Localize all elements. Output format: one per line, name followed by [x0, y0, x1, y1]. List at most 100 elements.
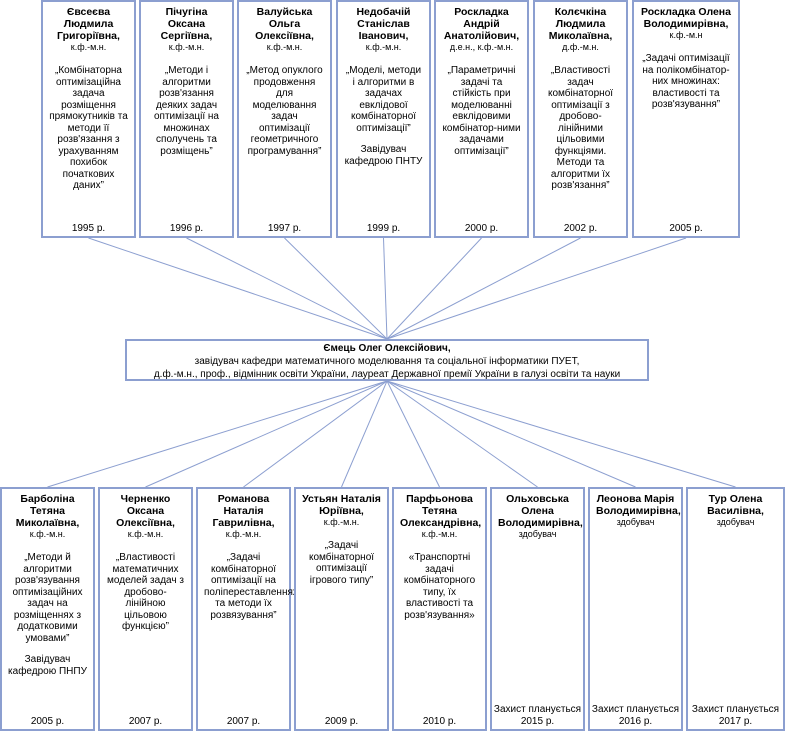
student-box-bottom-6: Леонова Марія Володимирівна, здобувач За…	[588, 487, 683, 731]
student-box-top-6: Роскладка Олена Володимирівна, к.ф.-м.н …	[632, 0, 740, 238]
student-box-top-0: Євсеєва Людмила Григоріївна, к.ф.-м.н. „…	[41, 0, 136, 238]
student-box-bottom-0: Барболіна Тетяна Миколаївна, к.ф.-м.н. „…	[0, 487, 95, 731]
student-name: Роскладка Андрій Анатолійович,	[443, 6, 520, 42]
connector-bottom-7	[386, 380, 736, 488]
connector-bottom-2	[243, 380, 388, 488]
defense-note: Захист планується	[691, 704, 780, 715]
defense-year: 1999 р.	[366, 222, 401, 234]
defense-note: Захист планується	[591, 704, 680, 715]
student-degree: к.ф.-м.н.	[421, 529, 458, 539]
connector-top-5	[386, 237, 581, 340]
defense-year: 1995 р.	[71, 222, 106, 234]
connector-bottom-6	[386, 380, 636, 488]
defense-year: 2005 р.	[30, 715, 65, 727]
defense-year: 2016 р.	[618, 715, 653, 727]
dissertation-topic: „Моделі, методи і алгоритми в задачах ев…	[345, 65, 422, 134]
student-name: Валуйська Ольга Олексіївна,	[255, 6, 314, 42]
connector-top-2	[284, 237, 388, 340]
student-name: Романова Наталія Гаврилівна,	[212, 493, 275, 529]
defense-year: 2015 р.	[520, 715, 555, 727]
position-note: Завідувач кафедрою ПНПУ	[8, 654, 87, 677]
supervisor-position: завідувач кафедри математичного моделюва…	[194, 356, 580, 367]
student-name: Барболіна Тетяна Миколаївна,	[15, 493, 80, 529]
defense-plan: Захист планується 2017 р.	[688, 704, 783, 729]
defense-year: 2017 р.	[718, 715, 753, 727]
supervisor-box: Ємець Олег Олексійович, завідувач кафедр…	[125, 339, 649, 381]
student-name: Пічугіна Оксана Сергіївна,	[160, 6, 213, 42]
student-name: Євсеєва Людмила Григоріївна,	[57, 6, 120, 42]
student-box-top-2: Валуйська Ольга Олексіївна, к.ф.-м.н. „М…	[237, 0, 332, 238]
connector-top-0	[88, 237, 388, 340]
student-degree: к.ф.-м.н.	[127, 529, 164, 539]
connector-top-1	[186, 237, 388, 340]
dissertation-topic: „Задачі оптимізації на полікомбінатор-ни…	[642, 53, 730, 110]
defense-plan: Захист планується 2015 р.	[492, 704, 583, 729]
connector-top-4	[386, 237, 482, 340]
student-box-bottom-2: Романова Наталія Гаврилівна, к.ф.-м.н. „…	[196, 487, 298, 731]
student-degree: к.ф.-м.н.	[225, 529, 262, 539]
student-name: Леонова Марія Володимирівна,	[596, 493, 681, 517]
student-degree: к.ф.-м.н.	[266, 42, 303, 52]
student-name: Колєчкіна Людмила Миколаївна,	[548, 6, 613, 42]
student-degree: д.е.н., к.ф.-м.н.	[449, 42, 514, 52]
student-degree: к.ф.-м.н.	[168, 42, 205, 52]
student-degree: здобувач	[518, 529, 557, 539]
student-degree: к.ф.-м.н.	[323, 517, 360, 527]
dissertation-topic: „Методи і алгоритми розв'язання деяких з…	[154, 65, 219, 157]
supervisor-name: Ємець Олег Олексійович,	[323, 343, 451, 354]
student-box-top-4: Роскладка Андрій Анатолійович, д.е.н., к…	[434, 0, 529, 238]
defense-year: 2000 р.	[464, 222, 499, 234]
defense-plan: Захист планується 2016 р.	[590, 704, 681, 729]
defense-year: 1997 р.	[267, 222, 302, 234]
defense-year: 2002 р.	[563, 222, 598, 234]
student-box-bottom-3: Устьян Наталія Юріївна, к.ф.-м.н. „Задач…	[294, 487, 389, 731]
student-box-bottom-1: Черненко Оксана Олексіївна, к.ф.-м.н. „В…	[98, 487, 193, 731]
student-box-bottom-5: Ольховська Олена Володимирівна, здобувач…	[490, 487, 585, 731]
student-degree: к.ф.-м.н	[669, 30, 703, 40]
defense-year: 2005 р.	[669, 222, 703, 234]
student-name: Тур Олена Василівна,	[707, 493, 764, 517]
student-name: Парфьонова Тетяна Олександрівна,	[400, 493, 482, 529]
student-degree: к.ф.-м.н.	[29, 529, 66, 539]
student-degree: д.ф.-м.н.	[562, 42, 599, 52]
defense-year: 2009 р.	[324, 715, 359, 727]
connector-bottom-5	[386, 380, 538, 488]
defense-year: 2007 р.	[226, 715, 261, 727]
student-box-top-3: Недобачій Станіслав Іванович, к.ф.-м.н. …	[336, 0, 431, 238]
dissertation-topic: „Метод опуклого продовження для моделюва…	[246, 65, 323, 157]
connector-bottom-1	[145, 380, 388, 488]
student-box-bottom-4: Парфьонова Тетяна Олександрівна, к.ф.-м.…	[392, 487, 487, 731]
student-degree: здобувач	[716, 517, 755, 527]
dissertation-topic: „Методи й алгоритми розв'язування оптимі…	[12, 552, 83, 644]
connector-bottom-0	[47, 380, 388, 488]
student-name: Ольховська Олена Володимирівна,	[498, 493, 583, 529]
student-name: Недобачій Станіслав Іванович,	[356, 6, 411, 42]
dissertation-topic: „Параметричні задачі та стійкість при мо…	[442, 65, 521, 157]
dissertation-topic: «Транспортні задачі комбінаторного типу,…	[403, 552, 476, 621]
student-box-bottom-7: Тур Олена Василівна, здобувач Захист пла…	[686, 487, 785, 731]
student-name: Устьян Наталія Юріївна,	[302, 493, 381, 517]
dissertation-topic: „Властивості математичних моделей задач …	[107, 552, 184, 632]
supervisor-titles: д.ф.-м.н., проф., відмінник освіти Украї…	[153, 369, 621, 380]
connector-bottom-3	[341, 380, 388, 488]
student-box-top-5: Колєчкіна Людмила Миколаївна, д.ф.-м.н. …	[533, 0, 628, 238]
defense-year: 2010 р.	[422, 715, 457, 727]
dissertation-topic: „Властивості задач комбінаторної оптиміз…	[547, 65, 614, 191]
defense-note: Захист планується	[493, 704, 582, 715]
defense-year: 1996 р.	[169, 222, 204, 234]
student-name: Черненко Оксана Олексіївна,	[116, 493, 175, 529]
student-degree: здобувач	[616, 517, 655, 527]
dissertation-topic: „Задачі комбінаторної оптимізації на пол…	[204, 552, 298, 621]
dissertation-topic: „Задачі комбінаторної оптимізації ігрово…	[308, 540, 375, 586]
position-note: Завідувач кафедрою ПНТУ	[344, 144, 423, 167]
student-name: Роскладка Олена Володимирівна,	[640, 6, 731, 30]
defense-year: 2007 р.	[128, 715, 163, 727]
student-box-top-1: Пічугіна Оксана Сергіївна, к.ф.-м.н. „Ме…	[139, 0, 234, 238]
connector-top-3	[383, 237, 388, 340]
connector-bottom-4	[386, 380, 440, 488]
student-degree: к.ф.-м.н.	[365, 42, 402, 52]
dissertation-topic: „Комбінаторна оптимізаційна задача розмі…	[49, 65, 128, 191]
connector-top-6	[386, 237, 687, 340]
student-degree: к.ф.-м.н.	[70, 42, 107, 52]
